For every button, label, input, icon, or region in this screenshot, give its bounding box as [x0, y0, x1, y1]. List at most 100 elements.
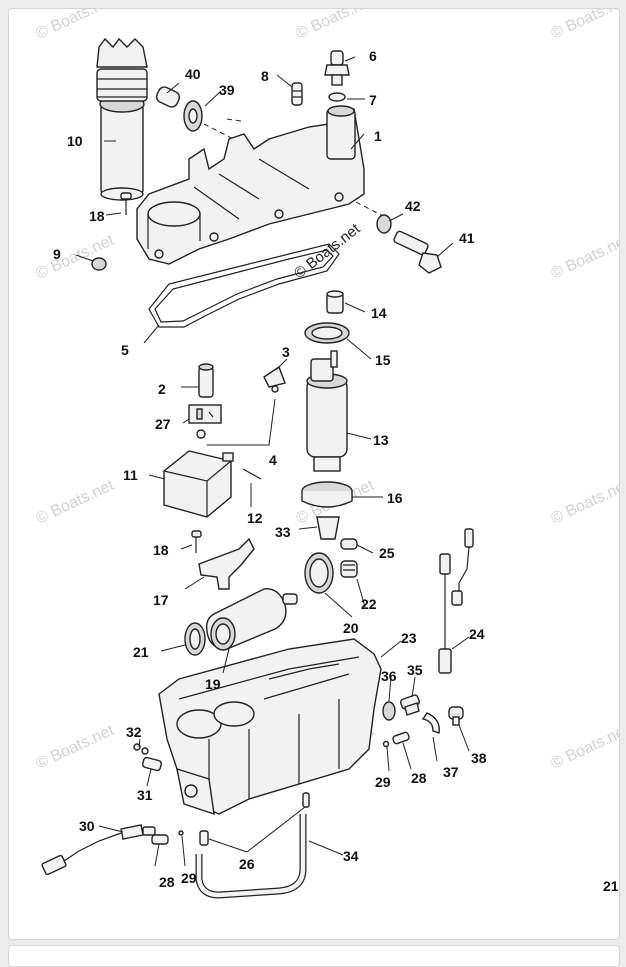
alignment-line [226, 118, 242, 122]
part-13-fuel-pump [306, 350, 348, 472]
callout-35: 35 [407, 662, 423, 678]
callout-2: 2 [158, 381, 166, 397]
part-27-kit [188, 404, 222, 424]
callout-24: 24 [469, 626, 485, 642]
next-panel-edge [8, 945, 620, 967]
callout-labels: 1 2 3 4 5 6 7 8 9 10 11 12 13 14 15 16 1… [53, 48, 487, 890]
callout-18: 18 [153, 542, 169, 558]
part-17-bracket [198, 537, 255, 590]
callout-30: 30 [79, 818, 95, 834]
part-12-pin [242, 468, 262, 480]
callout-7: 7 [369, 92, 377, 108]
callout-39: 39 [219, 82, 235, 98]
part-3-clip [263, 365, 286, 393]
callout-29: 29 [375, 774, 391, 790]
part-25-fitting [340, 538, 358, 550]
callout-27: 27 [155, 416, 171, 432]
part-42-seal [376, 214, 392, 234]
part-32-fitting [133, 743, 149, 755]
callout-40: 40 [185, 66, 201, 82]
callout-3: 3 [282, 344, 290, 360]
callout-17: 17 [153, 592, 169, 608]
watermark: © Boats.net [34, 9, 118, 43]
part-4-screw [196, 429, 206, 439]
part-6-fitting [324, 50, 350, 86]
part-31-fitting [141, 756, 163, 772]
part-8-fitting [291, 82, 303, 106]
part-34-hose [195, 814, 307, 899]
part-10-filter [96, 37, 148, 201]
callout-41: 41 [459, 230, 475, 246]
callout-21: 21 [133, 644, 149, 660]
part-38-fitting [448, 706, 464, 726]
watermark: © Boats.net [549, 477, 619, 528]
part-40-fitting [155, 86, 181, 108]
callout-31: 31 [137, 787, 153, 803]
callout-32: 32 [126, 724, 142, 740]
watermark: © Boats.net [34, 477, 118, 528]
part-15-oring [304, 322, 350, 344]
callout-25: 25 [379, 545, 395, 561]
part-23-housing [158, 638, 382, 816]
part-41-bolt [393, 230, 442, 274]
part-18-screw [191, 530, 202, 553]
watermark: © Boats.net [549, 9, 619, 43]
callout-11: 11 [123, 467, 138, 483]
callout-14: 14 [371, 305, 387, 321]
callout-6: 6 [369, 48, 377, 64]
callout-19: 19 [205, 676, 221, 692]
callout-8: 8 [261, 68, 269, 84]
part-22-fitting [340, 560, 358, 578]
watermark: © Boats.net [34, 232, 118, 283]
page-number: 21 [603, 878, 619, 894]
callout-10: 10 [67, 133, 83, 149]
callout-18: 18 [89, 208, 105, 224]
part-30-sensor [41, 824, 156, 876]
diagram-sheet: © Boats.net © Boats.net © Boats.net © Bo… [8, 8, 620, 940]
part-9-grommet [91, 257, 107, 271]
part-21-ring [184, 622, 206, 656]
callout-36: 36 [381, 668, 397, 684]
watermark: © Boats.net [294, 9, 378, 43]
callout-9: 9 [53, 246, 61, 262]
part-28-fitting [151, 834, 169, 845]
part-1-cover [136, 105, 365, 265]
leader-lines [75, 56, 470, 867]
callout-22: 22 [361, 596, 377, 612]
part-7-oring [328, 92, 346, 102]
watermark: © Boats.net [549, 722, 619, 773]
callout-28: 28 [411, 770, 427, 786]
part-35-fitting [399, 694, 421, 716]
part-29-fitting [382, 740, 390, 748]
part-29-fitting [178, 830, 184, 836]
callout-26: 26 [239, 856, 255, 872]
exploded-parts-diagram: © Boats.net © Boats.net © Boats.net © Bo… [34, 9, 619, 899]
part-18-screw [120, 192, 132, 215]
callout-1: 1 [374, 128, 382, 144]
part-28-fitting [392, 731, 410, 745]
part-11-module [163, 450, 234, 518]
callout-29: 29 [181, 870, 197, 886]
part-20-ring [304, 552, 334, 594]
callout-20: 20 [343, 620, 359, 636]
part-2-fitting [198, 363, 214, 398]
part-26-fitting [199, 792, 310, 846]
part-39-seal [183, 100, 203, 132]
part-19-motor [205, 588, 298, 651]
part-33-clip [316, 516, 340, 540]
callout-23: 23 [401, 630, 417, 646]
part-16-cushion [301, 481, 353, 508]
callout-4: 4 [269, 452, 277, 468]
callout-33: 33 [275, 524, 291, 540]
callout-12: 12 [247, 510, 263, 526]
part-24-harness [438, 528, 474, 674]
callout-13: 13 [373, 432, 389, 448]
watermark: © Boats.net [34, 722, 118, 773]
callout-38: 38 [471, 750, 487, 766]
part-36-oring [382, 701, 396, 721]
callout-16: 16 [387, 490, 403, 506]
callout-15: 15 [375, 352, 391, 368]
callout-42: 42 [405, 198, 421, 214]
watermark: © Boats.net [549, 232, 619, 283]
part-5-gasket [148, 243, 340, 328]
